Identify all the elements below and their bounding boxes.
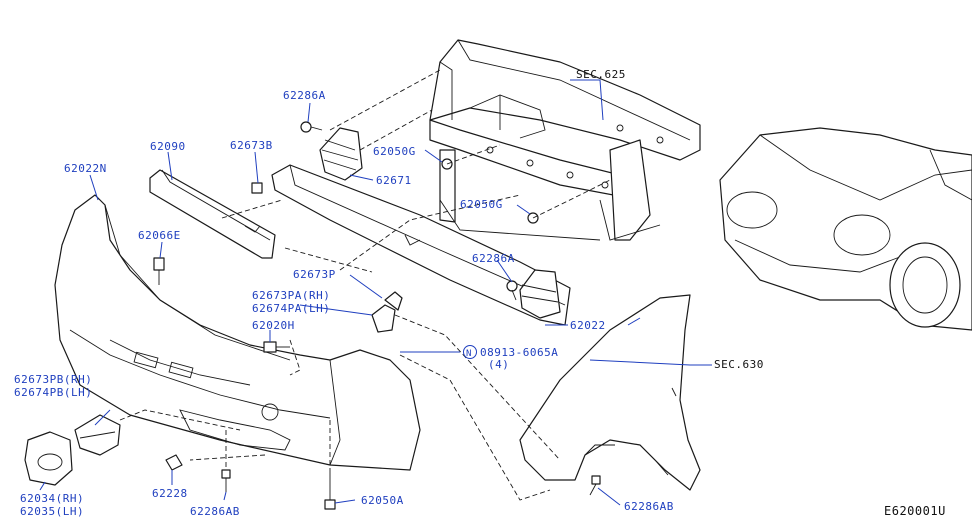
label-62673PB: 62673PB(RH) [14,373,92,386]
screw-62286A-mid [506,280,518,301]
bumper-upper-bar [149,169,276,259]
label-62673PA: 62673PA(RH) [252,289,330,302]
nut-62673B [251,182,263,194]
bolt-62286AB-left [221,469,231,492]
fog-lamp-cover [24,431,73,486]
label-62674PA: 62674PA(LH) [252,302,330,315]
label-62286A-mid: 62286A [472,252,515,265]
bolt-62286AB-right [589,475,601,496]
energy-absorber-stay-left [319,127,363,181]
bumper-side-bracket [74,414,121,456]
screw-62286A-top [300,121,323,133]
label-62035: 62035(LH) [20,505,84,518]
diagram-id: E620001U [884,504,946,518]
label-62286A-top: 62286A [283,89,326,102]
label-62673P: 62673P [293,268,336,281]
side-bracket-upper [371,304,396,333]
front-fender [519,294,701,491]
label-62286AB-right: 62286AB [624,500,674,513]
label-62034: 62034(RH) [20,492,84,505]
bolt-symbol-letter: N [466,349,472,359]
leader-lines [39,79,712,506]
energy-absorber-stay-right [519,269,561,319]
label-62020H: 62020H [252,319,295,332]
label-sec625: SEC.625 [576,68,626,81]
label-62022N: 62022N [64,162,107,175]
bolt-symbol-badge: N [463,345,477,359]
label-62286AB-left: 62286AB [190,505,240,518]
bolt-62050A [324,470,336,510]
label-62673B: 62673B [230,139,273,152]
radiator-core-support [429,39,701,241]
label-62674PB: 62674PB(LH) [14,386,92,399]
label-62090: 62090 [150,140,186,153]
label-62050G-a: 62050G [373,145,416,158]
label-62050A: 62050A [361,494,404,507]
vehicle-reference-sketch [719,127,972,331]
label-62050G-b: 62050G [460,198,503,211]
label-62671: 62671 [376,174,412,187]
part-labels: 62022N 62090 62673B 62286A 62671 62050G … [14,68,946,518]
bracket-62673P [384,291,403,311]
label-62022: 62022 [570,319,606,332]
label-62228: 62228 [152,487,188,500]
front-bumper-fascia [54,194,421,471]
label-62066E: 62066E [138,229,181,242]
label-08913-6065A: 08913-6065A [480,346,558,359]
clip-62066E [153,257,165,285]
assembly-guide-lines [119,69,611,501]
label-08913-qty: (4) [488,358,509,371]
screw-62228 [165,454,183,471]
label-sec630: SEC.630 [714,358,764,371]
